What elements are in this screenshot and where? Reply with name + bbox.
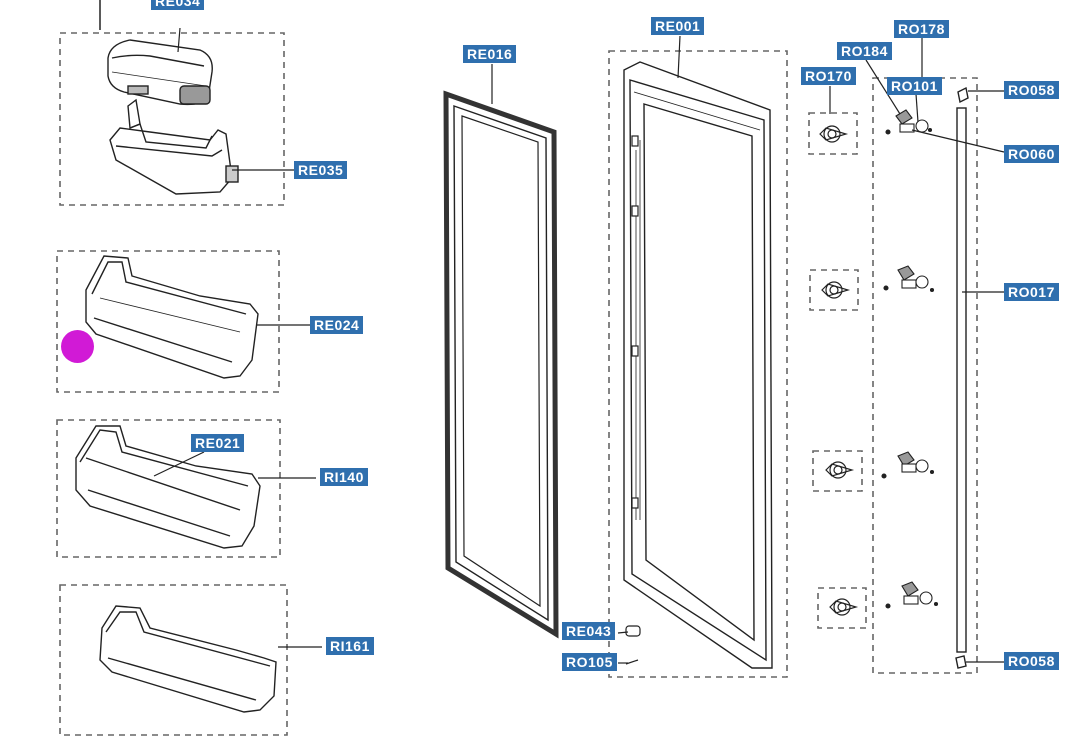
door-bin-re024-part xyxy=(85,255,259,379)
hinge-cap-parts xyxy=(819,125,859,616)
hinge-box-4 xyxy=(817,587,867,629)
group-box-re024 xyxy=(56,250,280,393)
group-box-ro017 xyxy=(872,77,978,674)
hinge-box-2 xyxy=(809,269,859,311)
label-re043[interactable]: RE043 xyxy=(562,622,616,640)
group-box-re034 xyxy=(59,32,285,206)
hinge-hardware-parts xyxy=(881,109,939,609)
door-liner-part xyxy=(623,61,773,669)
label-re034[interactable]: RE034 xyxy=(151,0,205,10)
group-box-ri140 xyxy=(56,419,281,558)
label-ro105[interactable]: RO105 xyxy=(562,653,617,671)
label-ri140[interactable]: RI140 xyxy=(320,468,368,486)
group-box-ri161 xyxy=(59,584,288,736)
door-gasket-part xyxy=(443,90,559,639)
label-re016[interactable]: RE016 xyxy=(463,45,517,63)
bin-cover-part xyxy=(107,39,213,106)
label-re021[interactable]: RE021 xyxy=(191,434,245,452)
bin-base-part xyxy=(109,98,239,195)
label-ro017[interactable]: RO017 xyxy=(1004,283,1059,301)
label-ro178[interactable]: RO178 xyxy=(894,20,949,38)
label-ro184[interactable]: RO184 xyxy=(837,42,892,60)
label-re024[interactable]: RE024 xyxy=(310,316,364,334)
label-ro058-bottom[interactable]: RO058 xyxy=(1004,652,1059,670)
group-box-re001 xyxy=(608,50,788,678)
door-rod-part xyxy=(955,86,969,669)
hinge-box-3 xyxy=(812,450,863,492)
door-bin-ri140-part xyxy=(75,425,261,549)
label-re001[interactable]: RE001 xyxy=(651,17,705,35)
small-part-re043 xyxy=(625,625,641,637)
cursor-marker xyxy=(61,330,94,363)
door-bin-ri161-part xyxy=(99,605,277,713)
label-re035[interactable]: RE035 xyxy=(294,161,348,179)
label-ro060[interactable]: RO060 xyxy=(1004,145,1059,163)
hinge-box-1 xyxy=(808,112,858,155)
label-ro170[interactable]: RO170 xyxy=(801,67,856,85)
label-ro058-top[interactable]: RO058 xyxy=(1004,81,1059,99)
label-ri161[interactable]: RI161 xyxy=(326,637,374,655)
label-ro101[interactable]: RO101 xyxy=(887,77,942,95)
